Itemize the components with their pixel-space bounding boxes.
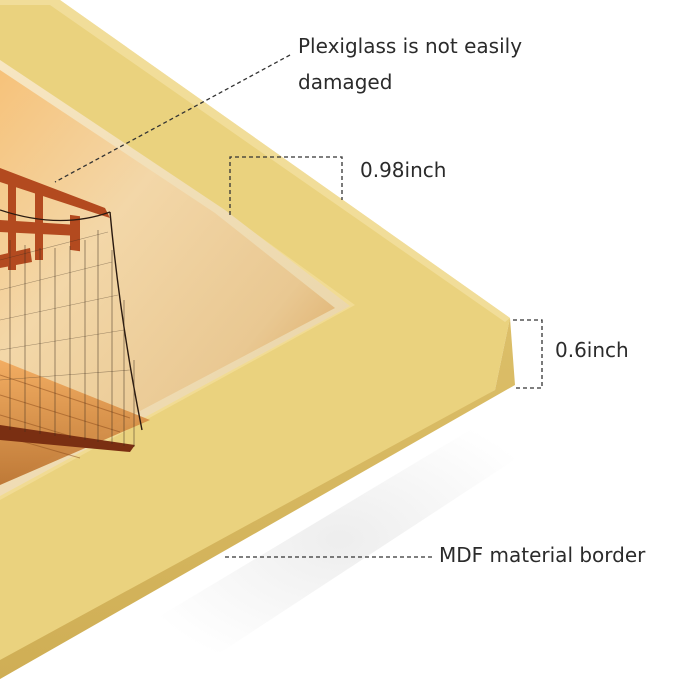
outer-depth-callout: 0.6inch [555,338,629,362]
frame-side [0,318,515,679]
plexiglass-callout-line1: Plexiglass is not easily [298,34,523,58]
inner-depth-callout: 0.98inch [360,158,447,182]
plexiglass-callout: Plexiglass is not easily damaged [298,28,598,100]
main-cable [109,211,143,431]
bridge-deck [0,425,135,452]
leader-lines [54,54,543,558]
photo-water [0,360,150,485]
photo [0,70,335,485]
frame-top-edge [0,0,510,322]
border-material-callout: MDF material border [439,543,646,567]
frame-shadow [120,400,560,679]
plexiglass-callout-line2: damaged [298,70,393,94]
bridge-tower [0,168,110,270]
